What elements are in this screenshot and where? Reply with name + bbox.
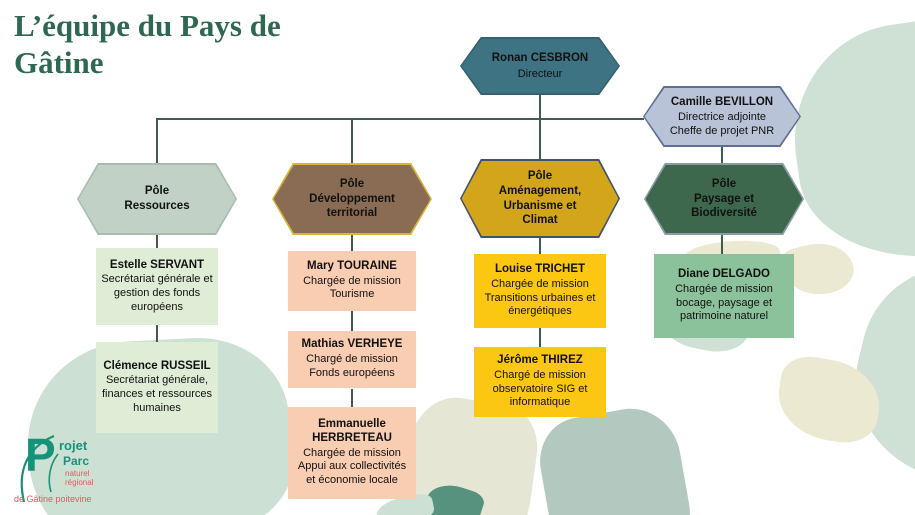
node-director: Ronan CESBRON Directeur (460, 37, 620, 95)
member-role: Secrétariat générale et gestion des fond… (101, 273, 213, 313)
deputy-role-2: Cheffe de projet PNR (669, 125, 775, 138)
member-card-mathias-verheye: Mathias VERHEYE Chargé de mission Fonds … (288, 331, 416, 388)
connector-line (156, 118, 158, 166)
member-name: Mary TOURAINE (307, 259, 397, 272)
pnr-logo: P rojet Parc naturel régional de Gâtine … (14, 429, 139, 514)
member-name: Diane DELGADO (677, 268, 770, 281)
logo-letter-p: P (25, 429, 56, 481)
logo-word-parc: Parc (63, 454, 90, 468)
connector-line (721, 146, 723, 166)
pole-ressources-label: Pôle Ressources (124, 185, 190, 212)
member-card-mary-touraine: Mary TOURAINE Chargée de mission Tourism… (288, 251, 416, 311)
pole-ressources: Pôle Ressources (77, 163, 237, 235)
member-name: Mathias VERHEYE (301, 338, 403, 351)
member-card-clemence-russeil: Clémence RUSSEIL Secrétariat générale, f… (96, 342, 218, 433)
connector-line (721, 234, 723, 256)
pole-developpement-territorial: Pôle Développement territorial (272, 163, 432, 235)
logo-word-naturel: naturel (65, 469, 90, 478)
connector-line (539, 94, 541, 164)
member-name: Jérôme THIREZ (497, 354, 583, 367)
member-role: Chargée de mission bocage, paysage et pa… (675, 282, 773, 323)
logo-swoosh-icon (20, 434, 59, 503)
bg-blob (533, 400, 697, 515)
connector-line (156, 325, 158, 344)
connector-line (157, 118, 644, 120)
director-name: Ronan CESBRON (491, 51, 589, 64)
member-role: Chargée de mission Tourisme (303, 274, 401, 301)
member-card-estelle-servant: Estelle SERVANT Secrétariat générale et … (96, 248, 218, 325)
connector-line (351, 234, 353, 253)
member-card-jerome-thirez: Jérôme THIREZ Chargé de mission observat… (474, 347, 606, 417)
node-deputy-director: Camille BEVILLON Directrice adjointe Che… (643, 86, 801, 147)
pole-paysage-biodiversite: Pôle Paysage et Biodiversité (644, 163, 804, 235)
member-name: Louise TRICHET (494, 263, 586, 276)
connector-line (351, 389, 353, 409)
member-role: Secrétariat générale, finances et ressou… (101, 374, 213, 414)
pole-amenagement-label: Pôle Aménagement, Urbanisme et Climat (498, 169, 582, 227)
connector-line (539, 328, 541, 349)
pole-amenagement-urbanisme-climat: Pôle Aménagement, Urbanisme et Climat (460, 159, 620, 238)
logo-word-regional: régional (65, 478, 94, 487)
pole-paysage-label: Pôle Paysage et Biodiversité (691, 177, 757, 220)
connector-line (351, 118, 353, 166)
page-title: L’équipe du Pays de Gâtine (14, 8, 281, 80)
member-role: Chargé de mission observatoire SIG et in… (492, 368, 588, 409)
connector-line (156, 234, 158, 250)
member-name: Estelle SERVANT (109, 258, 205, 271)
connector-line (351, 311, 353, 333)
bg-blob (779, 5, 915, 274)
member-name: Clémence RUSSEIL (103, 359, 211, 372)
member-role: Chargée de mission Appui aux collectivit… (297, 446, 407, 487)
member-role: Chargée de mission Transitions urbaines … (484, 277, 596, 318)
deputy-role-1: Directrice adjointe (677, 110, 767, 123)
director-role: Directeur (517, 68, 563, 81)
member-card-louise-trichet: Louise TRICHET Chargée de mission Transi… (474, 254, 606, 328)
member-role: Chargé de mission Fonds européens (306, 353, 398, 379)
member-name: Emmanuelle HERBRETEAU (312, 418, 392, 445)
logo-word-rojet: rojet (59, 438, 88, 453)
deputy-name: Camille BEVILLON (670, 95, 774, 108)
member-card-emmanuelle-herbreteau: Emmanuelle HERBRETEAU Chargée de mission… (288, 407, 416, 499)
pole-developpement-label: Pôle Développement territorial (309, 177, 395, 220)
logo-tagline: de Gâtine poitevine (14, 494, 92, 504)
member-card-diane-delgado: Diane DELGADO Chargée de mission bocage,… (654, 254, 794, 338)
connector-line (539, 236, 541, 256)
